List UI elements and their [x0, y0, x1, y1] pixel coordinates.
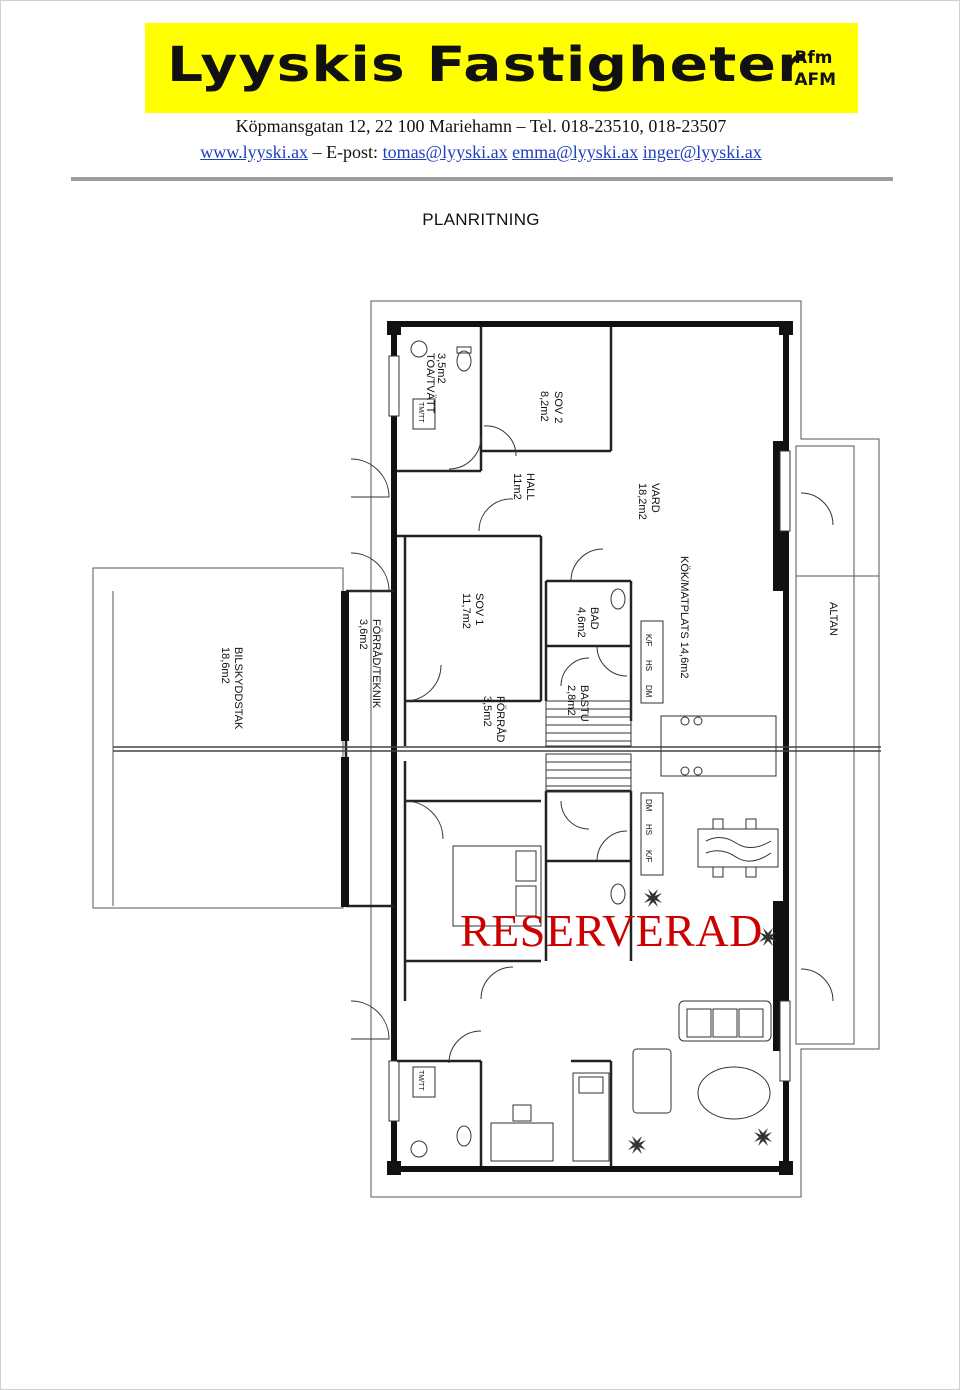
label-tmt-upper: TM/TT [417, 402, 424, 423]
toilet-bad [610, 588, 626, 610]
sink-lower [410, 1140, 428, 1158]
label-bilskyddstak-area: 18,6m2 [219, 647, 231, 684]
label-hs-lower: HS [644, 824, 653, 835]
washer-upper [412, 398, 436, 430]
roof-outline [370, 300, 880, 1198]
plant-icon-2 [759, 928, 777, 946]
corner-tl [387, 321, 401, 335]
label-hall: HALL [524, 473, 536, 501]
desk [490, 1122, 554, 1162]
label-kf-upper: K/F [644, 634, 653, 647]
label-dm-upper: DM [644, 685, 653, 698]
label-kf-lower: K/F [644, 850, 653, 863]
label-sov1: SOV 1 [473, 593, 485, 625]
label-bastu: BASTU [578, 685, 590, 722]
carport-outline [92, 567, 344, 909]
logo-suffix: Rfm AFM [794, 47, 836, 91]
label-sov1-area: 11,7m2 [460, 593, 472, 629]
washer-lower [412, 1066, 436, 1098]
reserved-stamp: RESERVERAD [460, 905, 763, 956]
email-link-tomas[interactable]: tomas@lyyski.ax [382, 142, 508, 162]
window-left-1 [388, 355, 400, 417]
label-bastu-area: 2,8m2 [565, 685, 577, 716]
toilet-upper [456, 350, 472, 372]
logo-suffix-rfm: Rfm [794, 48, 833, 68]
logo-wordmark: Lyyskis Fastigheter [167, 37, 807, 93]
label-vard-area: 18,2m2 [636, 483, 648, 520]
dining-table [697, 828, 779, 868]
label-forrad-teknik-area: 3,6m2 [357, 619, 369, 650]
email-prefix: – E-post: [308, 142, 383, 162]
label-toa-area: 3,5m2 [435, 353, 447, 384]
corner-bl [387, 1161, 401, 1175]
label-hall-area: 11m2 [511, 473, 523, 500]
toilet-lower [456, 1125, 472, 1147]
website-link[interactable]: www.lyyski.ax [200, 142, 309, 162]
label-sov2: SOV 2 [552, 391, 564, 423]
altan-outline [795, 445, 855, 1045]
email-link-inger[interactable]: inger@lyyski.ax [642, 142, 762, 162]
logo-suffix-afm: AFM [794, 70, 836, 90]
label-vard: VARD [649, 483, 661, 513]
company-logo: Lyyskis Fastigheter Rfm AFM [145, 23, 858, 113]
window-left-2 [388, 1060, 400, 1122]
toilet-bad-lower [610, 883, 626, 905]
label-dm-lower: DM [644, 799, 653, 812]
label-altan: ALTAN [827, 602, 839, 636]
kitchen-bench [660, 715, 777, 777]
label-sov2-area: 8,2m2 [538, 391, 550, 422]
kitchen-counter-upper [640, 620, 664, 704]
email-link-emma[interactable]: emma@lyyski.ax [512, 142, 639, 162]
kitchen-counter-lower [640, 792, 664, 876]
sink-upper [410, 340, 428, 358]
label-tmt-lower: TM/TT [417, 1070, 424, 1091]
label-kok: KÖK/MATPLATS 14,6m2 [678, 556, 690, 678]
window-right-2 [779, 1000, 791, 1082]
label-forrad-area: 3,5m2 [481, 696, 493, 727]
label-hs-upper: HS [644, 660, 653, 671]
plant-icon-3 [754, 1128, 772, 1146]
corner-br [779, 1161, 793, 1175]
plant-icon-4 [628, 1136, 646, 1154]
address-line: Köpmansgatan 12, 22 100 Mariehamn – Tel.… [235, 116, 727, 136]
label-bad-area: 4,6m2 [575, 607, 587, 638]
label-toa: TOA/TVÄTT [424, 353, 436, 414]
armchair [632, 1048, 672, 1114]
corner-tr [779, 321, 793, 335]
double-bed [452, 845, 542, 927]
single-bed [572, 1072, 610, 1162]
plant-icon-1 [644, 889, 662, 907]
label-bilskyddstak: BILSKYDDSTAK [232, 647, 244, 730]
label-forrad-teknik: FÖRRÅD/TEKNIK [370, 619, 383, 709]
header-divider [71, 177, 893, 181]
label-bad: BAD [588, 607, 600, 630]
page-title: PLANRITNING [422, 210, 540, 229]
coffee-table [697, 1066, 771, 1120]
label-forrad: FÖRRÅD [494, 696, 507, 743]
contact-line: www.lyyski.ax – E-post: tomas@lyyski.ax … [1, 142, 960, 163]
window-right-1 [779, 450, 791, 532]
sofa [678, 1000, 772, 1042]
